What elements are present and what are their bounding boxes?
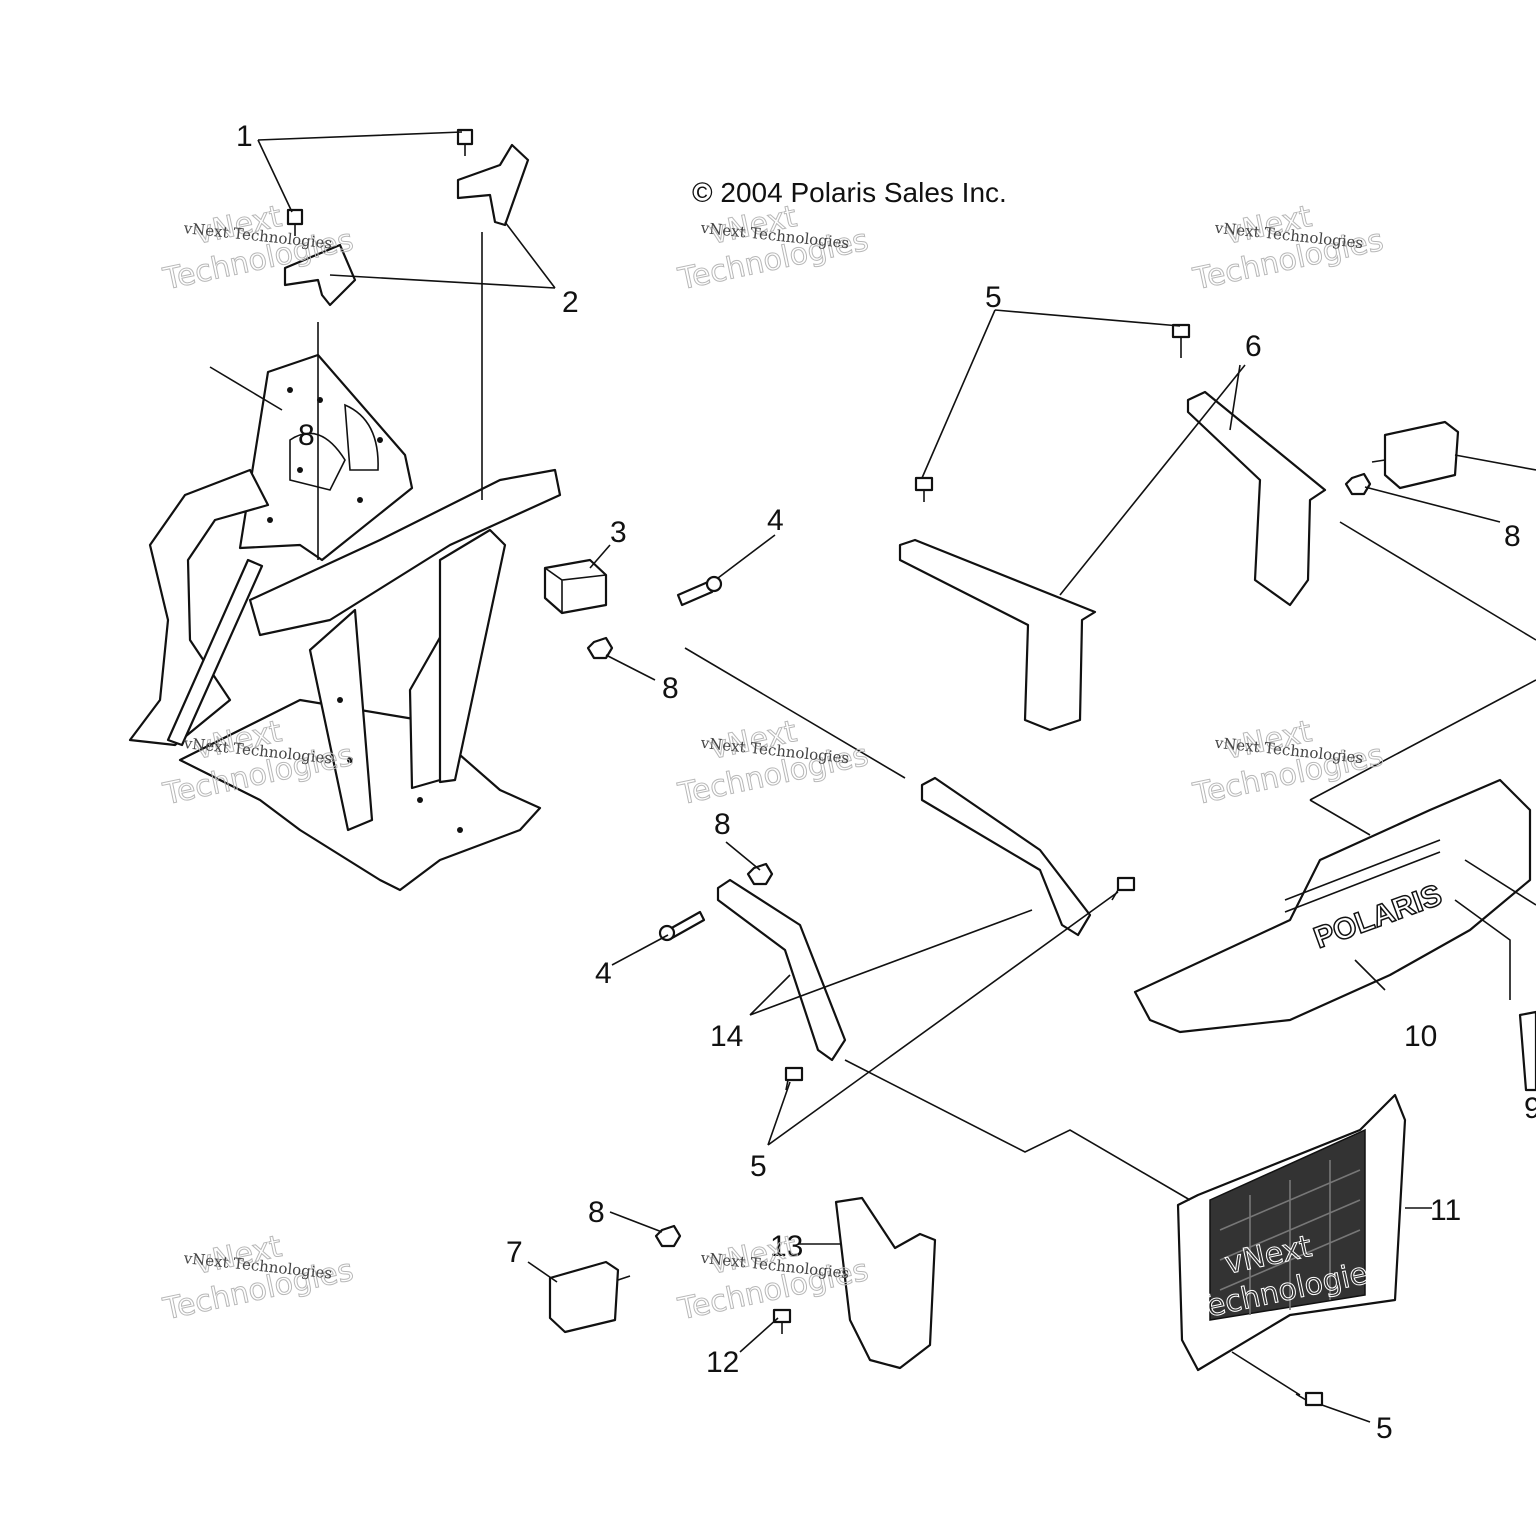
light-7a xyxy=(548,1260,631,1334)
bracket-14b xyxy=(716,878,847,1062)
nut-8c xyxy=(1344,472,1372,496)
callout-12: 12 xyxy=(706,1346,739,1379)
front-frame xyxy=(128,353,562,892)
screw-5a xyxy=(1171,323,1191,358)
guard-11 xyxy=(1176,1093,1407,1372)
callout-6: 6 xyxy=(1245,330,1262,363)
bolt-1a xyxy=(286,208,304,236)
callout-4a: 4 xyxy=(767,504,784,537)
callout-5c: 5 xyxy=(1376,1412,1393,1445)
copyright-notice: © 2004 Polaris Sales Inc. xyxy=(692,177,1007,208)
bracket-2b xyxy=(456,143,530,227)
callout-9: 9 xyxy=(1524,1092,1536,1125)
screw-5b xyxy=(914,476,934,502)
callout-7: 7 xyxy=(506,1236,523,1269)
bracket-6b xyxy=(1186,390,1327,607)
callout-14: 14 xyxy=(710,1020,743,1053)
callout-2: 2 xyxy=(562,286,579,319)
callout-8d: 8 xyxy=(1504,520,1521,553)
nut-8d xyxy=(654,1224,682,1248)
callout-8a: 8 xyxy=(298,419,315,452)
callout-8b: 8 xyxy=(662,672,679,705)
callout-8c: 8 xyxy=(714,808,731,841)
screw-12 xyxy=(772,1308,792,1334)
part-9 xyxy=(1518,1010,1536,1092)
callout-8e: 8 xyxy=(588,1196,605,1229)
bolt-1b xyxy=(456,128,474,156)
leader-lines xyxy=(209,131,1536,1423)
bracket-2a xyxy=(283,243,357,307)
callout-5a: 5 xyxy=(985,281,1002,314)
callout-10: 10 xyxy=(1404,1020,1437,1053)
nut-8a xyxy=(586,636,614,660)
grille-10: POLARIS xyxy=(1133,778,1532,1034)
callout-1: 1 xyxy=(236,120,253,153)
callout-3: 3 xyxy=(610,516,627,549)
bracket-6a xyxy=(898,538,1097,732)
bolt-4b xyxy=(658,910,706,942)
callout-5b: 5 xyxy=(750,1150,767,1183)
block-3 xyxy=(543,558,608,615)
light-7b xyxy=(1371,420,1460,490)
callout-4b: 4 xyxy=(595,957,612,990)
bolt-4a xyxy=(676,575,723,607)
bracket-14a xyxy=(920,776,1092,937)
panel-13 xyxy=(834,1196,937,1370)
screw-5c xyxy=(1111,876,1136,901)
screw-5e xyxy=(1295,1391,1324,1407)
callout-13: 13 xyxy=(770,1230,803,1263)
callout-11: 11 xyxy=(1430,1194,1461,1227)
nut-8b xyxy=(746,862,774,886)
screw-5d xyxy=(784,1066,804,1091)
